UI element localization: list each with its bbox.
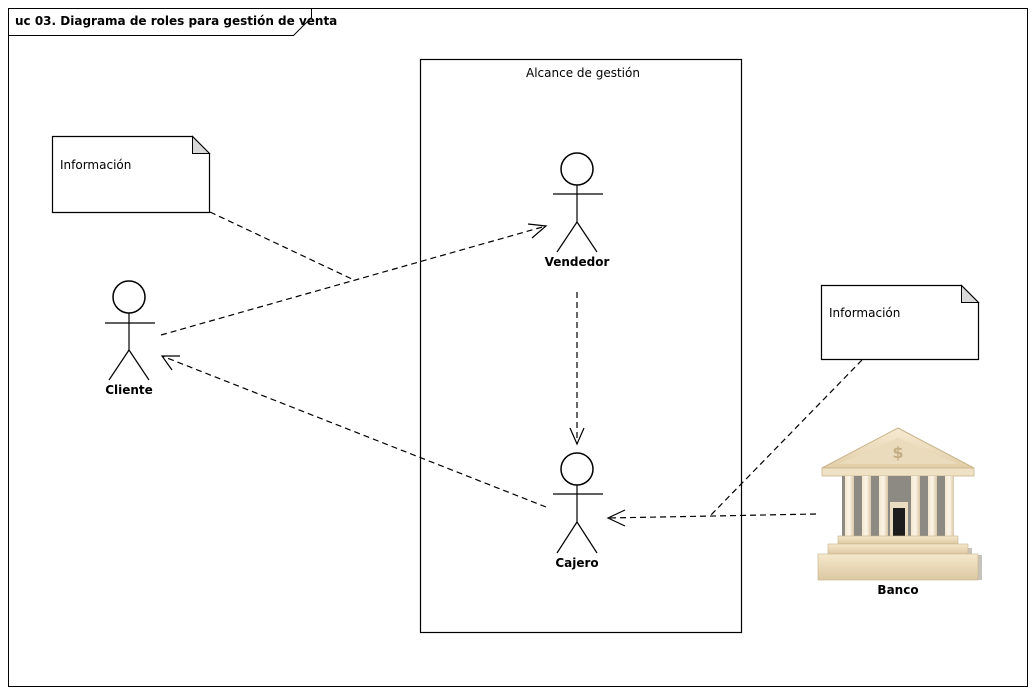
stick-figure-icon xyxy=(553,452,603,554)
actor-cliente-label: Cliente xyxy=(105,383,153,397)
note-link-left[interactable] xyxy=(209,211,355,281)
arrowhead-icon xyxy=(527,223,548,239)
connector-cliente-vendedor[interactable] xyxy=(160,223,548,336)
stick-figure-icon xyxy=(553,152,603,253)
arrowhead-icon xyxy=(160,355,180,371)
note-left[interactable]: Información xyxy=(51,135,211,214)
dollar-sign-icon: $ xyxy=(892,443,903,462)
actor-cajero-label: Cajero xyxy=(555,556,598,570)
actor-vendedor[interactable]: Vendedor xyxy=(545,152,610,269)
connector-cajero-cliente[interactable] xyxy=(160,355,547,508)
system-boundary[interactable]: Alcance de gestión xyxy=(419,58,743,634)
boundary-title: Alcance de gestión xyxy=(526,66,640,80)
note-link-right[interactable] xyxy=(709,359,863,517)
note-left-text: Información xyxy=(60,158,131,172)
actor-banco-label: Banco xyxy=(877,583,918,597)
connector-banco-cajero[interactable] xyxy=(606,509,817,527)
actor-vendedor-label: Vendedor xyxy=(545,255,610,269)
frame-title: uc 03. Diagrama de roles para gestión de… xyxy=(15,14,337,28)
actor-banco[interactable]: $ Banco xyxy=(817,427,982,597)
actor-cliente[interactable]: Cliente xyxy=(105,280,155,397)
note-right[interactable]: Información xyxy=(820,284,980,361)
note-right-text: Información xyxy=(829,306,900,320)
bank-building-icon xyxy=(817,427,982,581)
stick-figure-icon xyxy=(105,280,155,381)
connector-vendedor-cajero[interactable] xyxy=(569,292,585,446)
arrowhead-icon xyxy=(569,427,585,446)
arrowhead-icon xyxy=(606,509,626,527)
actor-cajero[interactable]: Cajero xyxy=(553,452,603,570)
